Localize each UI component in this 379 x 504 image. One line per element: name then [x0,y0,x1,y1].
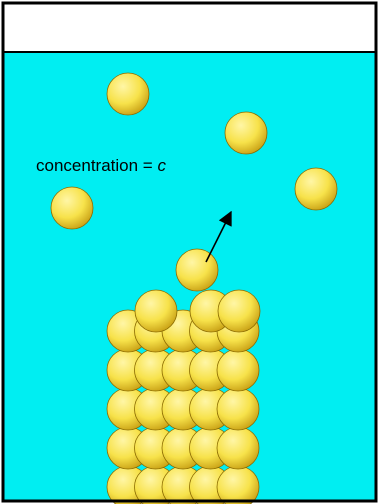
crystal-top-particle [134,289,178,333]
crystal-particle [216,387,260,431]
crystal-top-particle [217,289,261,333]
free-particle [106,72,150,116]
dissolution-arrow [205,210,232,263]
crystal-particle [216,348,260,392]
detaching-particle [175,248,219,292]
free-particle [224,111,268,155]
crystal-particle [216,426,260,470]
concentration-variable: c [157,156,166,175]
free-particle [50,186,94,230]
concentration-text: concentration = [36,156,157,175]
particles-layer [50,72,338,504]
concentration-label: concentration = c [36,156,166,175]
header-strip [2,2,377,53]
free-particle [294,167,338,211]
crystal-particle [216,465,260,504]
